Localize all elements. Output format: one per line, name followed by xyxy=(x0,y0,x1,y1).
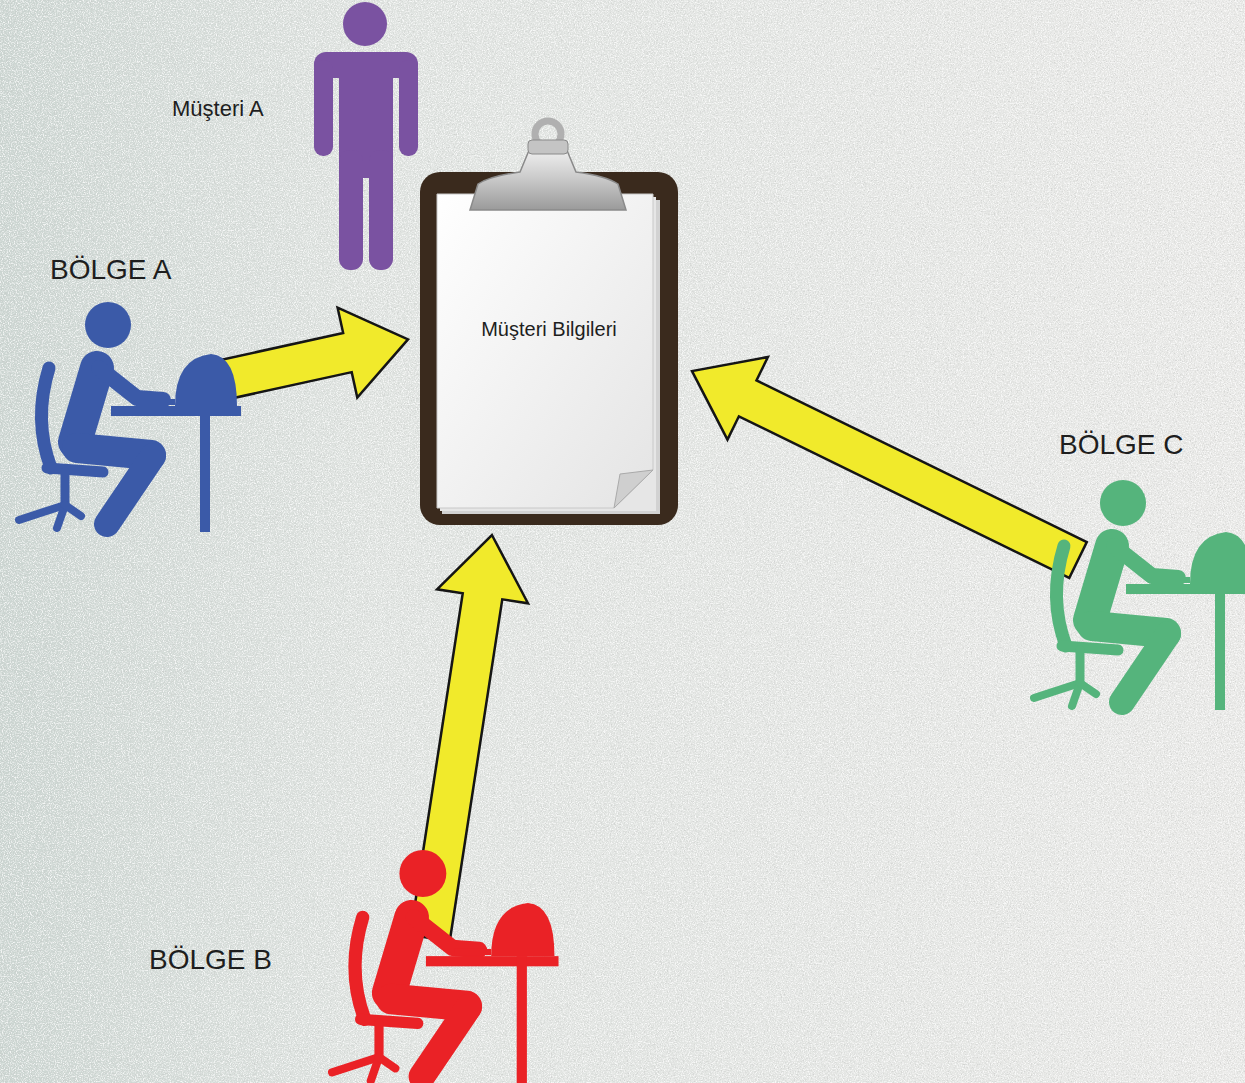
clip-hinge xyxy=(528,140,568,154)
worker-figure xyxy=(1034,480,1245,710)
customer-head xyxy=(343,2,387,46)
customer-arm xyxy=(314,60,333,156)
region-node: BÖLGE A xyxy=(10,250,250,535)
node-label: Müşteri A xyxy=(172,96,264,121)
node-label: BÖLGE A xyxy=(50,254,171,286)
paper-sheet xyxy=(437,194,653,508)
paper-sheet xyxy=(440,197,656,511)
customer-node: Müşteri A xyxy=(160,0,425,275)
customer-leg xyxy=(369,150,393,270)
flow-arrow xyxy=(692,357,1087,578)
clip-ring xyxy=(535,121,561,147)
paper-fold xyxy=(614,470,653,508)
region-node: BÖLGE C xyxy=(1025,425,1245,710)
clipboard xyxy=(420,121,678,525)
clip xyxy=(470,148,626,210)
node-label: BÖLGE C xyxy=(1059,429,1183,461)
customer-figure xyxy=(314,2,418,270)
customer-shoulders xyxy=(314,52,418,78)
customer-arm xyxy=(399,60,418,156)
customer-torso xyxy=(339,60,393,178)
flow-arrow xyxy=(410,535,528,941)
node-label: Müşteri Bilgileri xyxy=(420,318,678,341)
worker-figure xyxy=(19,302,241,532)
clipboard-node: Müşteri Bilgileri xyxy=(420,172,678,525)
clipboard-board xyxy=(420,172,678,525)
worker-figure xyxy=(332,850,558,1083)
paper-sheet xyxy=(442,200,660,514)
customer-leg xyxy=(339,150,363,270)
flow-arrow xyxy=(191,308,408,406)
node-label: BÖLGE B xyxy=(149,944,272,976)
region-node: BÖLGE B xyxy=(140,840,550,1083)
